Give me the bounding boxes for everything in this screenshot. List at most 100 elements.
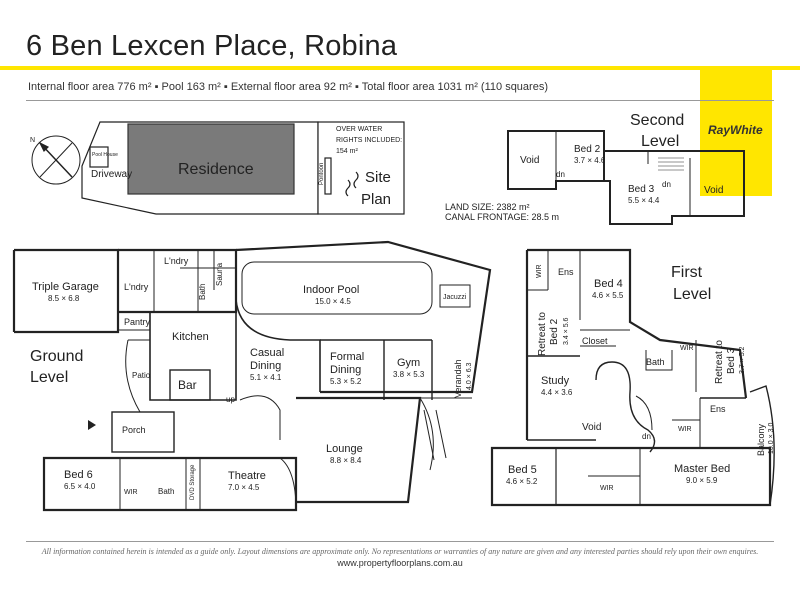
jacuzzi-label: Jacuzzi [443,294,467,301]
residence-label: Residence [178,161,254,178]
first-wir-1-label: WIR [536,264,543,278]
bed5-dim: 4.6 × 5.2 [506,477,538,486]
gym-label: Gym [397,357,420,369]
disclaimer: All information contained herein is inte… [41,547,759,556]
study-dim: 4.4 × 3.6 [541,388,573,397]
first-stair-icon [635,395,653,431]
sauna-label: Sauna [215,262,224,286]
water-ripple-icon [345,179,351,197]
ground-bath-2-label: Bath [158,487,174,496]
land-size: LAND SIZE: 2382 m² [445,202,530,212]
site-plan-label-2: Plan [361,191,391,208]
first-bath-label: Bath [646,357,665,367]
gym-dim: 3.8 × 5.3 [393,370,425,379]
water-rights-area [317,121,405,215]
retreat2-label: Retreat to [537,312,548,356]
bed6-dim: 6.5 × 4.0 [64,482,96,491]
second-dn-1: dn [556,170,565,179]
bed2-label: Bed 2 [574,144,601,155]
casual-dining-label: Casual [250,347,284,359]
formal-dining-dim: 5.3 × 5.2 [330,377,362,386]
first-ens-2-label: Ens [710,404,726,414]
retreat3-dim: 3.7 × 5.2 [739,346,746,374]
bed4-label: Bed 4 [594,278,623,290]
retreat2-label-2: Bed 2 [549,318,560,345]
kitchen-label: Kitchen [172,331,209,343]
second-level-label-2: Level [641,133,679,150]
formal-dining-label-2: Dining [330,364,361,376]
indoor-pool-label: Indoor Pool [303,284,359,296]
bar-label: Bar [178,378,197,392]
master-bed-dim: 9.0 × 5.9 [686,476,718,485]
balcony-label: Balcony [756,423,766,456]
site-plan [31,121,405,215]
balcony-outline [749,385,775,506]
theatre-label: Theatre [228,470,266,482]
ground-level-label-1: Ground [30,348,83,365]
ground-stair-icon [239,395,281,440]
laundry-label-1: L'ndry [164,256,189,266]
retreat3-label-2: Bed 3 [726,347,737,374]
bar-counter [169,369,211,401]
water-rights-line-1: OVER WATER [336,126,382,133]
porch-label: Porch [122,425,146,435]
first-dn-label: dn [642,432,651,441]
bed3-dim: 5.5 × 4.4 [628,196,660,205]
driveway-label: Driveway [91,169,132,180]
neighbour-building [89,146,109,168]
first-wir-3-label: WIR [678,426,692,433]
first-level-label-1: First [671,264,703,281]
residence-block [127,123,295,195]
north-compass-icon [31,135,81,185]
closet-label: Closet [582,336,608,346]
indoor-pool-dim: 15.0 × 4.5 [315,297,351,306]
agency-logo: RayWhite [700,66,772,196]
website-link[interactable]: www.propertyfloorplans.com.au [337,558,463,568]
second-level-plan [507,130,745,225]
ground-up-label: up [226,395,235,404]
study-label: Study [541,375,570,387]
first-void-label: Void [582,422,601,433]
bed2-dim: 3.7 × 4.6 [574,156,606,165]
footer-divider [26,541,774,542]
ground-wir-label: WIR [124,489,138,496]
dvd-storage-label: DVD Storage [190,464,196,500]
jacuzzi-icon [439,284,471,308]
lounge-label: Lounge [326,443,363,455]
neighbour-label: Pool House [92,152,118,158]
pontoon-label: Pontoon [319,163,325,185]
casual-dining-dim: 5.1 × 4.1 [250,373,282,382]
retreat2-dim: 3.4 × 5.6 [563,317,570,345]
void-curve [595,361,656,453]
master-bed-label: Master Bed [674,463,730,475]
page-title: 6 Ben Lexcen Place, Robina [26,30,398,62]
bed4-dim: 4.6 × 5.5 [592,291,624,300]
bed6-label: Bed 6 [64,469,93,481]
triple-garage-label: Triple Garage [32,281,99,293]
first-wir-4-label: WIR [600,485,614,492]
lounge-dim: 8.8 × 8.4 [330,456,362,465]
second-level-stair-icon [658,157,684,171]
first-ens-1-label: Ens [558,267,574,277]
bed5-label: Bed 5 [508,464,537,476]
bed3-label: Bed 3 [628,184,655,195]
entry-arrow-icon [88,420,96,430]
agency-logo-text: RayWhite [708,123,763,137]
floor-area-summary: Internal floor area 776 m² ▪ Pool 163 m²… [28,81,548,93]
first-level-label-2: Level [673,286,711,303]
canal-frontage: CANAL FRONTAGE: 28.5 m [445,212,559,222]
pontoon-icon [324,157,332,195]
patio-label: Patio [132,371,151,380]
first-wir-2-label: WIR [680,345,694,352]
second-void-2: Void [704,185,723,196]
verandah-dim: 4.0 × 6.3 [466,362,473,390]
casual-dining-label-2: Dining [250,360,281,372]
second-level-label-1: Second [630,112,684,129]
water-rights-line-3: 154 m² [336,148,358,155]
formal-dining-label: Formal [330,351,364,363]
pantry-label: Pantry [124,317,151,327]
north-label: N [30,137,35,144]
ground-level-plan [12,240,492,512]
balcony-dim: 10.0 × 3.0 [768,423,775,454]
